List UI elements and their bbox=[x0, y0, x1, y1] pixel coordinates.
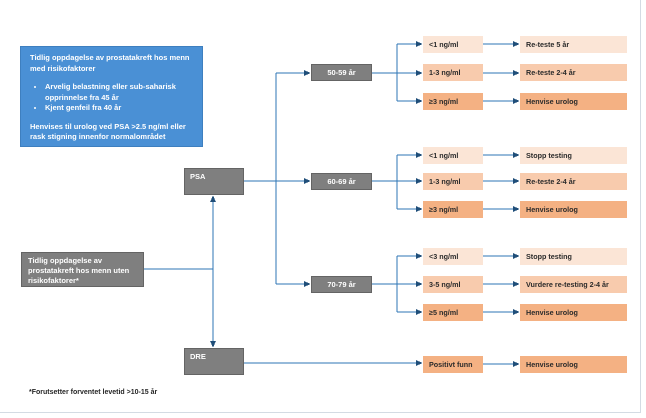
age-node-70-79: 70-79 år bbox=[311, 276, 372, 293]
psa-level-node: <1 ng/ml bbox=[423, 147, 483, 164]
risk-group-info-box: Tidlig oppdagelse av prostatakreft hos m… bbox=[20, 46, 203, 147]
outcome-node: Henvise urolog bbox=[520, 201, 627, 218]
root-node: Tidlig oppdagelse av prostatakreft hos m… bbox=[21, 252, 144, 287]
dre-node: DRE bbox=[184, 348, 244, 375]
psa-level-node: 1-3 ng/ml bbox=[423, 64, 483, 81]
age-node-60-69: 60-69 år bbox=[311, 173, 372, 190]
footnote: *Forutsetter forventet levetid >10-15 år bbox=[29, 389, 158, 396]
outcome-node: Re-teste 2-4 år bbox=[520, 173, 627, 190]
info-box-note: Henvises til urolog ved PSA >2.5 ng/ml e… bbox=[30, 121, 186, 142]
psa-level-node: <3 ng/ml bbox=[423, 248, 483, 265]
outcome-node: Henvise urolog bbox=[520, 356, 627, 373]
psa-level-node: ≥3 ng/ml bbox=[423, 93, 483, 110]
outcome-node: Stopp testing bbox=[520, 147, 627, 164]
psa-node: PSA bbox=[184, 168, 244, 195]
psa-level-node: 3-5 ng/ml bbox=[423, 276, 483, 293]
info-box-title: Tidlig oppdagelse av prostatakreft hos m… bbox=[30, 53, 190, 73]
outcome-node: Henvise urolog bbox=[520, 304, 627, 321]
psa-level-node: ≥5 ng/ml bbox=[423, 304, 483, 321]
outcome-node: Re-teste 2-4 år bbox=[520, 64, 627, 81]
info-bullet: Kjent genfeil fra 40 år bbox=[45, 103, 194, 114]
info-bullet-list: Arvelig belastning eller sub-saharisk op… bbox=[30, 82, 194, 114]
outcome-node: Re-teste 5 år bbox=[520, 36, 627, 53]
outcome-node: Henvise urolog bbox=[520, 93, 627, 110]
outcome-node: Vurdere re-testing 2-4 år bbox=[520, 276, 627, 293]
dre-finding-node: Positivt funn bbox=[423, 356, 483, 373]
psa-level-node: <1 ng/ml bbox=[423, 36, 483, 53]
psa-level-node: ≥3 ng/ml bbox=[423, 201, 483, 218]
info-bullet: Arvelig belastning eller sub-saharisk op… bbox=[45, 82, 194, 103]
psa-level-node: 1-3 ng/ml bbox=[423, 173, 483, 190]
age-node-50-59: 50-59 år bbox=[311, 64, 372, 81]
outcome-node: Stopp testing bbox=[520, 248, 627, 265]
